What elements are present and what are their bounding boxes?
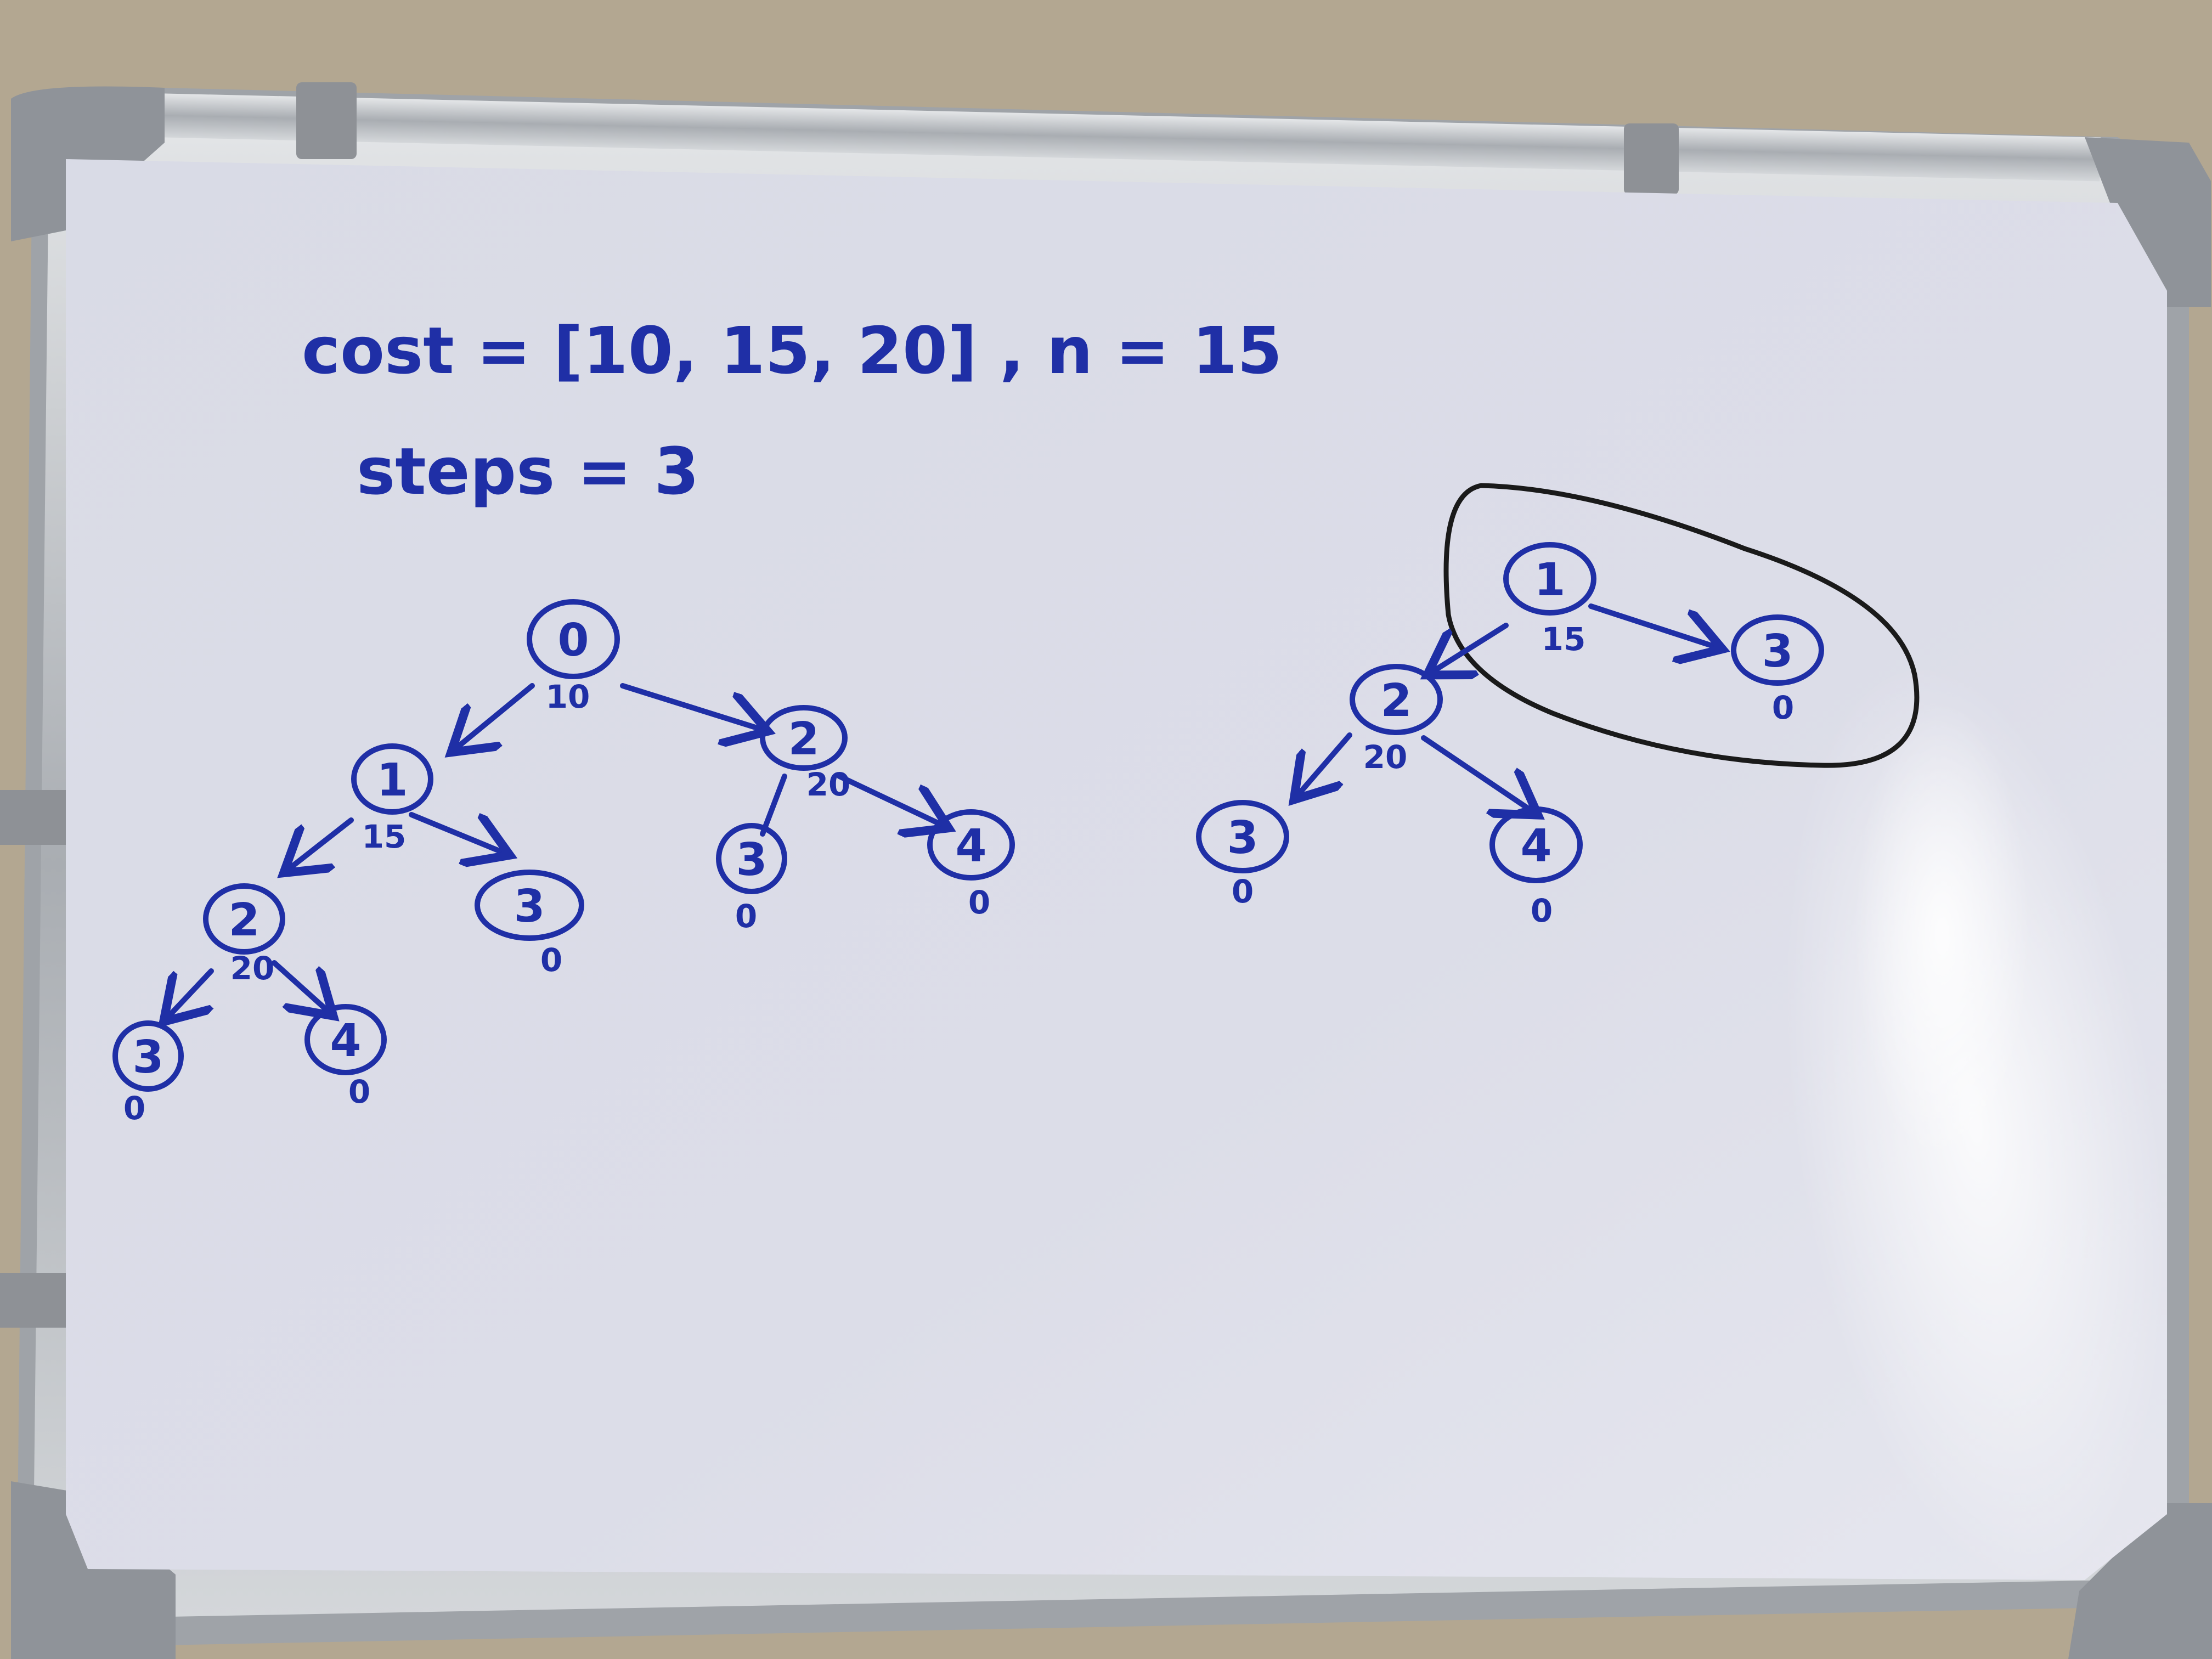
glare-reflection <box>1854 702 2030 1163</box>
node-weight: 0 <box>1531 892 1553 929</box>
tree-node <box>1731 614 1824 686</box>
node-label: 2 <box>788 713 819 765</box>
tree-right-labels: 1 15 3 0 2 20 3 0 4 0 <box>1227 554 1794 929</box>
tree-node <box>1196 800 1289 873</box>
tree-edge <box>1421 735 1533 812</box>
tree-node <box>1503 542 1596 616</box>
highlight-outline <box>1443 483 1920 768</box>
equation-text: cost = [10, 15, 20] , n = 15 <box>302 313 1282 388</box>
tree-edge <box>1432 623 1509 672</box>
tree-edge <box>272 960 329 1012</box>
node-label: 0 <box>557 614 589 667</box>
tree-node <box>1489 806 1583 883</box>
node-weight: 0 <box>735 898 757 935</box>
node-weight: 20 <box>230 950 275 987</box>
tree-edge <box>1588 603 1717 647</box>
corner-bottom-left <box>11 1481 176 1659</box>
node-label: 4 <box>955 820 986 872</box>
steps-text: steps = 3 <box>357 433 699 509</box>
tree-right <box>1196 542 1824 883</box>
tree-left-labels: 0 10 1 15 2 20 2 20 3 0 3 0 4 0 3 0 4 0 <box>123 614 990 1127</box>
tree-node <box>304 1004 387 1075</box>
top-rail <box>153 93 2101 182</box>
tree-node <box>203 883 285 955</box>
node-label: 3 <box>1227 812 1258 864</box>
tree-node <box>112 1020 184 1092</box>
node-weight: 10 <box>546 678 590 715</box>
node-weight: 0 <box>348 1073 370 1110</box>
tree-node <box>927 809 1015 881</box>
node-weight: 15 <box>362 818 407 855</box>
tree-node <box>351 743 433 815</box>
tree-node <box>527 599 620 679</box>
node-weight: 0 <box>123 1090 145 1127</box>
node-label: 1 <box>376 754 408 806</box>
tree-node <box>475 870 584 941</box>
node-label: 3 <box>736 834 767 886</box>
tree-edge <box>288 817 354 870</box>
tree-edge <box>409 812 505 853</box>
corner-bottom-right <box>2068 1503 2212 1659</box>
tree-edge <box>1297 732 1352 795</box>
node-weight: 15 <box>1542 620 1586 658</box>
corner-top-right <box>2085 137 2211 307</box>
node-label: 4 <box>1520 820 1551 872</box>
tree-node <box>760 705 848 771</box>
tree-node <box>1350 664 1443 735</box>
frame-clip <box>0 1273 66 1328</box>
node-label: 1 <box>1534 554 1565 606</box>
node-weight: 0 <box>1772 689 1794 726</box>
node-label: 2 <box>228 894 259 946</box>
tree-edge <box>455 683 535 749</box>
tree-node <box>716 823 787 894</box>
node-weight: 20 <box>806 766 851 803</box>
node-label: 2 <box>1380 675 1412 727</box>
node-label: 4 <box>330 1015 361 1067</box>
tree-edge <box>837 774 944 826</box>
node-weight: 0 <box>540 941 562 979</box>
node-label: 3 <box>514 881 545 933</box>
node-weight: 0 <box>1232 873 1254 910</box>
tree-edge <box>620 683 763 730</box>
node-label: 3 <box>132 1031 163 1084</box>
node-weight: 0 <box>968 884 990 921</box>
frame-clip <box>0 790 66 845</box>
tree-edge <box>760 774 787 837</box>
tree-edge <box>167 968 214 1018</box>
tree-left <box>112 599 1015 1092</box>
frame-clip <box>296 82 357 159</box>
node-weight: 20 <box>1363 738 1408 776</box>
node-label: 3 <box>1762 625 1793 678</box>
frame-clip <box>1624 123 1679 195</box>
